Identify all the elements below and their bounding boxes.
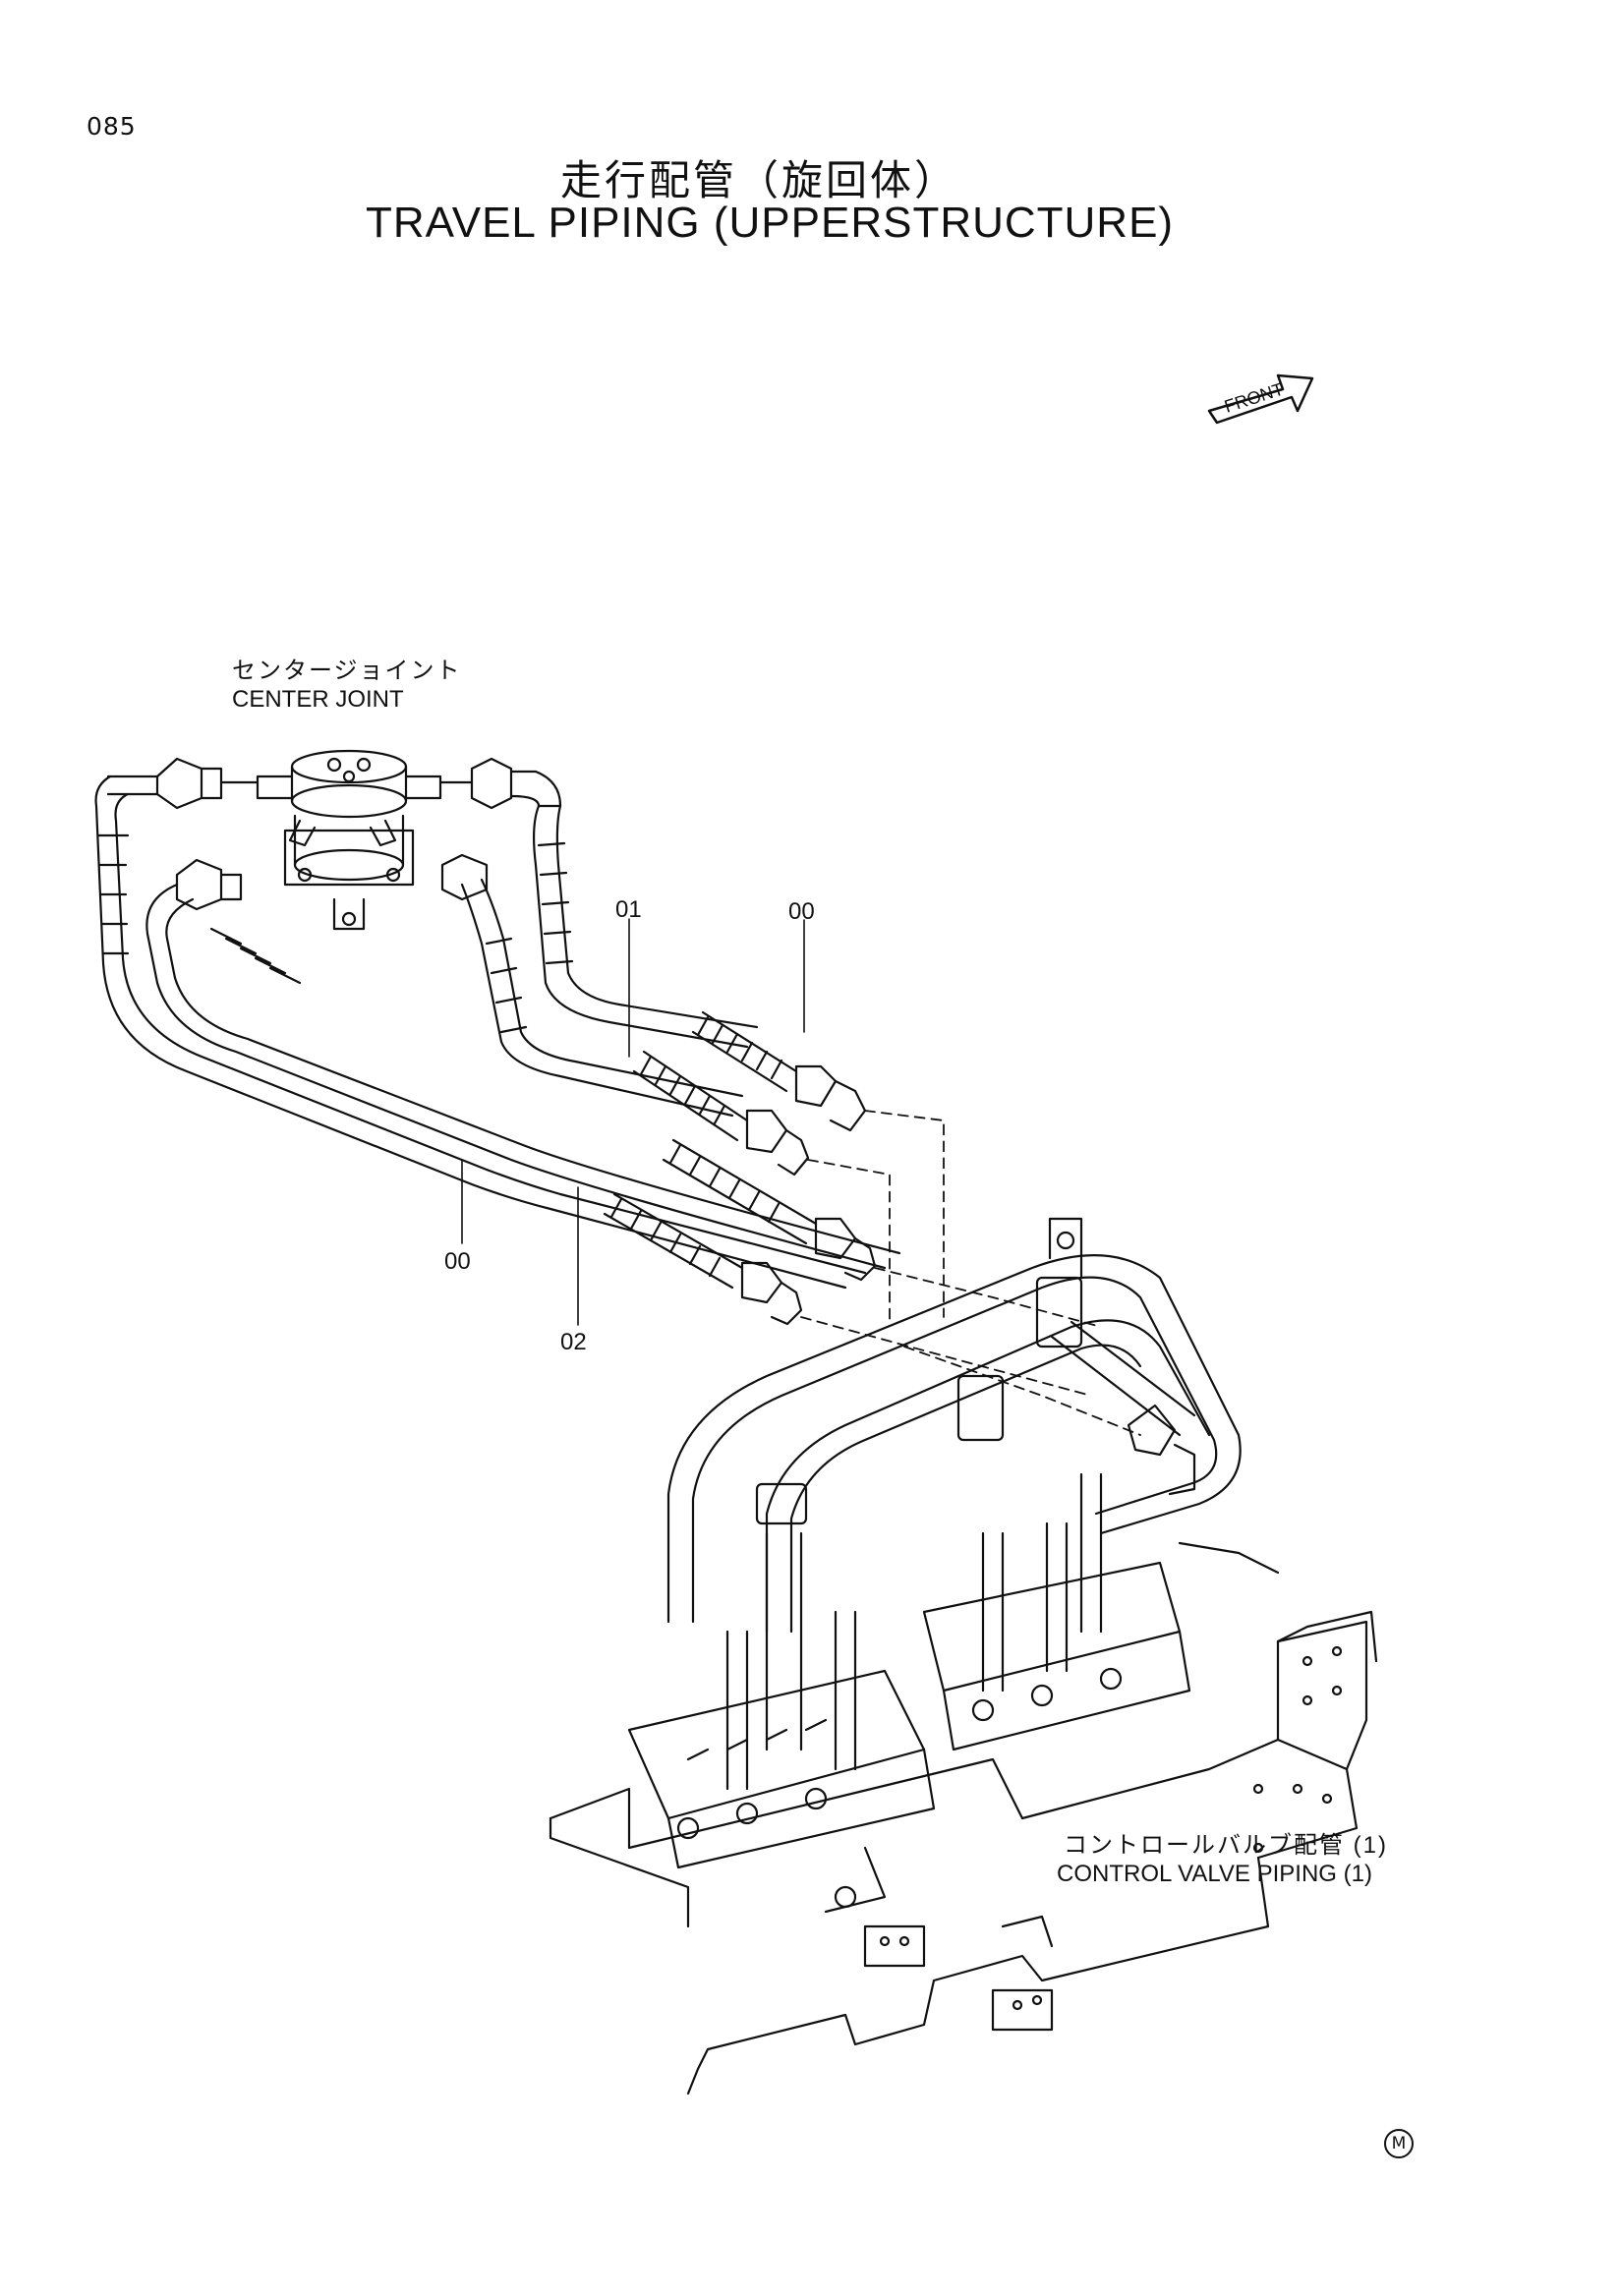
hidden-pipes	[800, 1110, 1141, 1436]
control-valve-assembly	[549, 1217, 1378, 2095]
callout-02: 02	[560, 1329, 587, 1355]
hose-sheath-4	[603, 1192, 803, 1326]
title-japanese: 走行配管（旋回体）	[560, 156, 959, 204]
callout-00-upper: 00	[788, 898, 815, 925]
fitting-lower-right	[440, 853, 489, 901]
hose-sheath-1	[691, 1010, 867, 1132]
center-joint	[256, 749, 442, 931]
hose-inner-left	[145, 883, 901, 1270]
leader-lines	[461, 918, 805, 1326]
hose-outer-right	[532, 804, 759, 1049]
center-joint-label-english: CENTER JOINT	[232, 686, 404, 713]
control-valve-label-english: CONTROL VALVE PIPING (1)	[1057, 1861, 1372, 1887]
center-joint-label-japanese: センタージョイント	[232, 658, 462, 684]
fitting-left	[106, 757, 260, 810]
callout-00-lower: 00	[444, 1248, 471, 1275]
fitting-right	[438, 757, 562, 810]
title-english: TRAVEL PIPING (UPPERSTRUCTURE)	[366, 199, 1175, 247]
hose-sheath-3	[662, 1138, 877, 1282]
m-circle-icon: M	[1384, 2129, 1414, 2158]
hose-inner-right	[460, 878, 744, 1118]
control-valve-label-japanese: コントロールバルブ配管 (1)	[1064, 1832, 1388, 1859]
page-number: 085	[87, 112, 137, 141]
hose-sheath-2	[632, 1050, 810, 1177]
front-arrow-icon: FRONT	[1207, 373, 1314, 425]
hose-outer-left	[94, 775, 867, 1290]
callout-01: 01	[615, 896, 642, 923]
fitting-lower-left	[175, 858, 243, 911]
